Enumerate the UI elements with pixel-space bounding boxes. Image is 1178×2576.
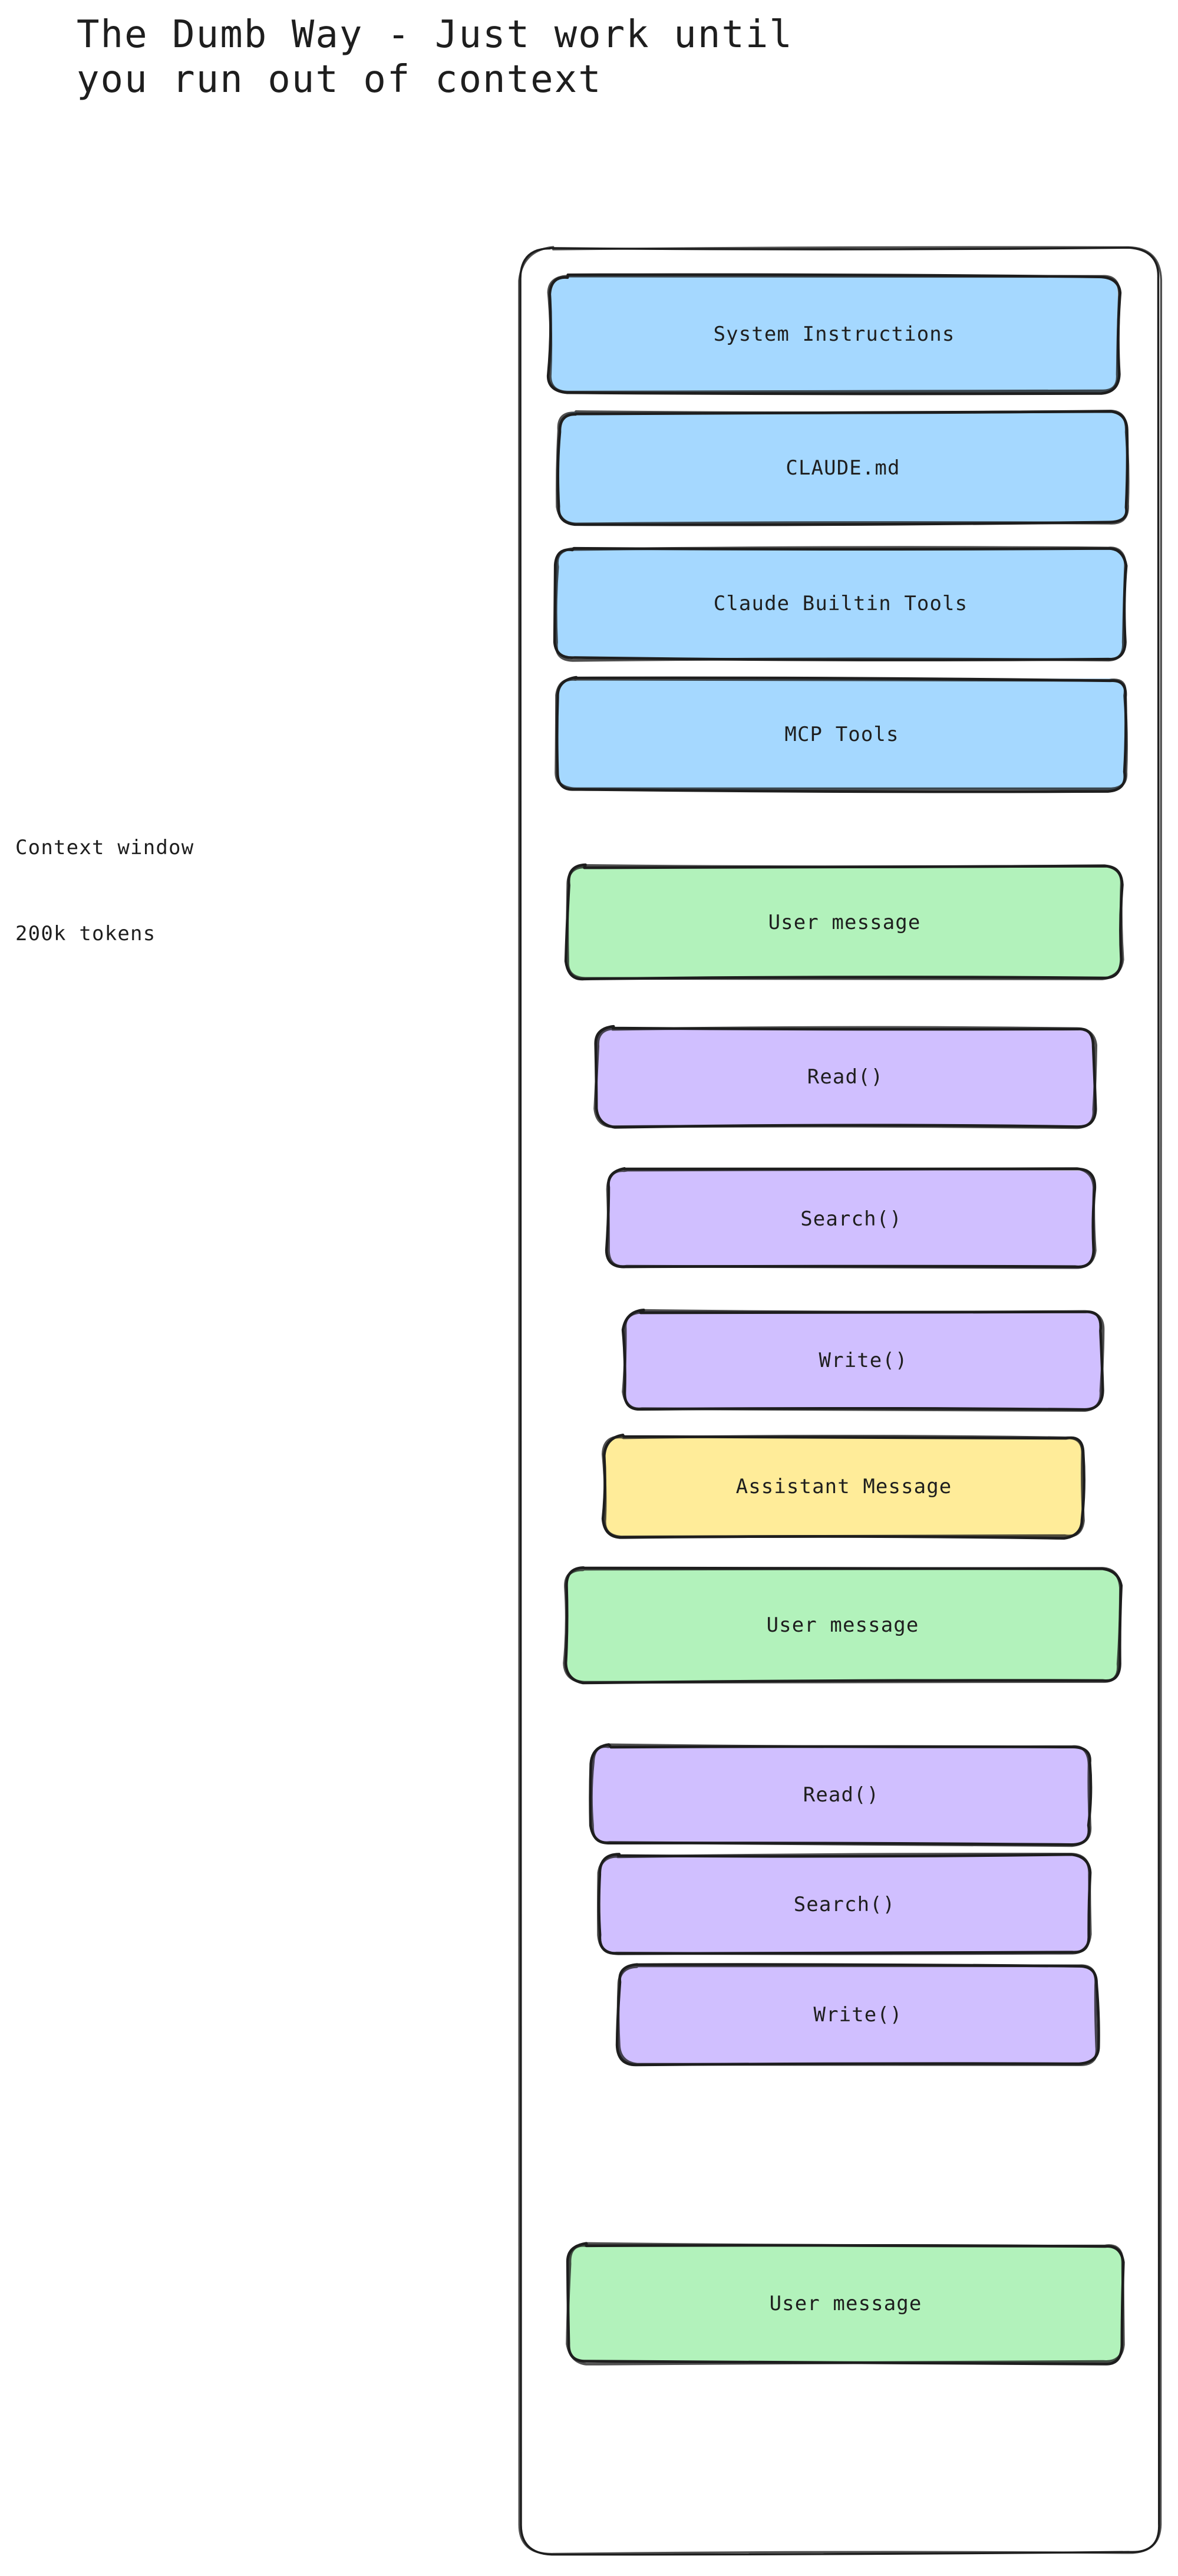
block-search-1-outline (606, 1167, 1097, 1269)
context-window-container-outline (518, 246, 1163, 2555)
block-read-1[interactable] (593, 1025, 1098, 1129)
block-user-message-1[interactable] (564, 863, 1124, 981)
block-claude-builtin-tools[interactable] (553, 546, 1128, 662)
block-assistant-message-1-outline (601, 1434, 1085, 1540)
block-mcp-tools-fill (557, 678, 1127, 790)
block-user-message-3-outline (566, 2242, 1125, 2366)
context-window-annotation: Context window 200k tokens (15, 836, 381, 946)
block-write-1-outline (622, 1309, 1105, 1412)
block-user-message-1-fill (566, 865, 1122, 979)
block-mcp-tools[interactable] (555, 676, 1128, 793)
block-system-instructions-fill (549, 276, 1120, 394)
block-claude-md-outline (556, 410, 1130, 526)
block-search-2-fill (599, 1854, 1090, 1955)
block-search-1-fill (608, 1170, 1095, 1269)
block-read-2-fill (591, 1745, 1091, 1844)
block-write-2-outline (616, 1964, 1098, 2066)
block-read-1-outline (593, 1026, 1098, 1129)
block-read-1-fill (595, 1027, 1095, 1127)
block-write-2[interactable] (615, 1963, 1100, 2067)
block-claude-md[interactable] (556, 410, 1130, 526)
block-user-message-2-outline (563, 1567, 1122, 1684)
block-claude-md-fill (557, 411, 1128, 524)
block-user-message-2[interactable] (563, 1566, 1123, 1685)
block-user-message-1-outline (566, 864, 1124, 980)
block-system-instructions-outline (547, 274, 1121, 394)
page-title-line-1: The Dumb Way - Just work until (77, 13, 793, 57)
block-user-message-3[interactable] (566, 2242, 1125, 2366)
block-user-message-2-fill (565, 1569, 1121, 1682)
block-assistant-message-1-fill (603, 1436, 1084, 1537)
block-assistant-message-1-outline (601, 1434, 1085, 1539)
context-window-label: Context window (15, 836, 194, 859)
block-search-1[interactable] (605, 1167, 1097, 1269)
page-title-line-2: you run out of context (77, 57, 602, 101)
block-assistant-message-1[interactable] (601, 1434, 1085, 1540)
block-write-2-fill (618, 1965, 1098, 2064)
block-search-2[interactable] (596, 1852, 1092, 1955)
block-mcp-tools-outline (555, 677, 1128, 790)
block-write-1-fill (624, 1310, 1103, 1411)
block-read-2[interactable] (589, 1743, 1093, 1847)
block-write-1[interactable] (621, 1308, 1105, 1412)
block-user-message-3-fill (568, 2244, 1124, 2363)
block-claude-builtin-tools-fill (556, 547, 1126, 659)
page-title: The Dumb Way - Just work until you run o… (77, 13, 1155, 102)
block-claude-builtin-tools-outline (555, 546, 1127, 662)
block-system-instructions[interactable] (546, 273, 1122, 396)
block-read-2-outline (590, 1743, 1092, 1847)
token-budget-label: 200k tokens (15, 922, 156, 946)
block-search-2-outline (596, 1852, 1092, 1955)
